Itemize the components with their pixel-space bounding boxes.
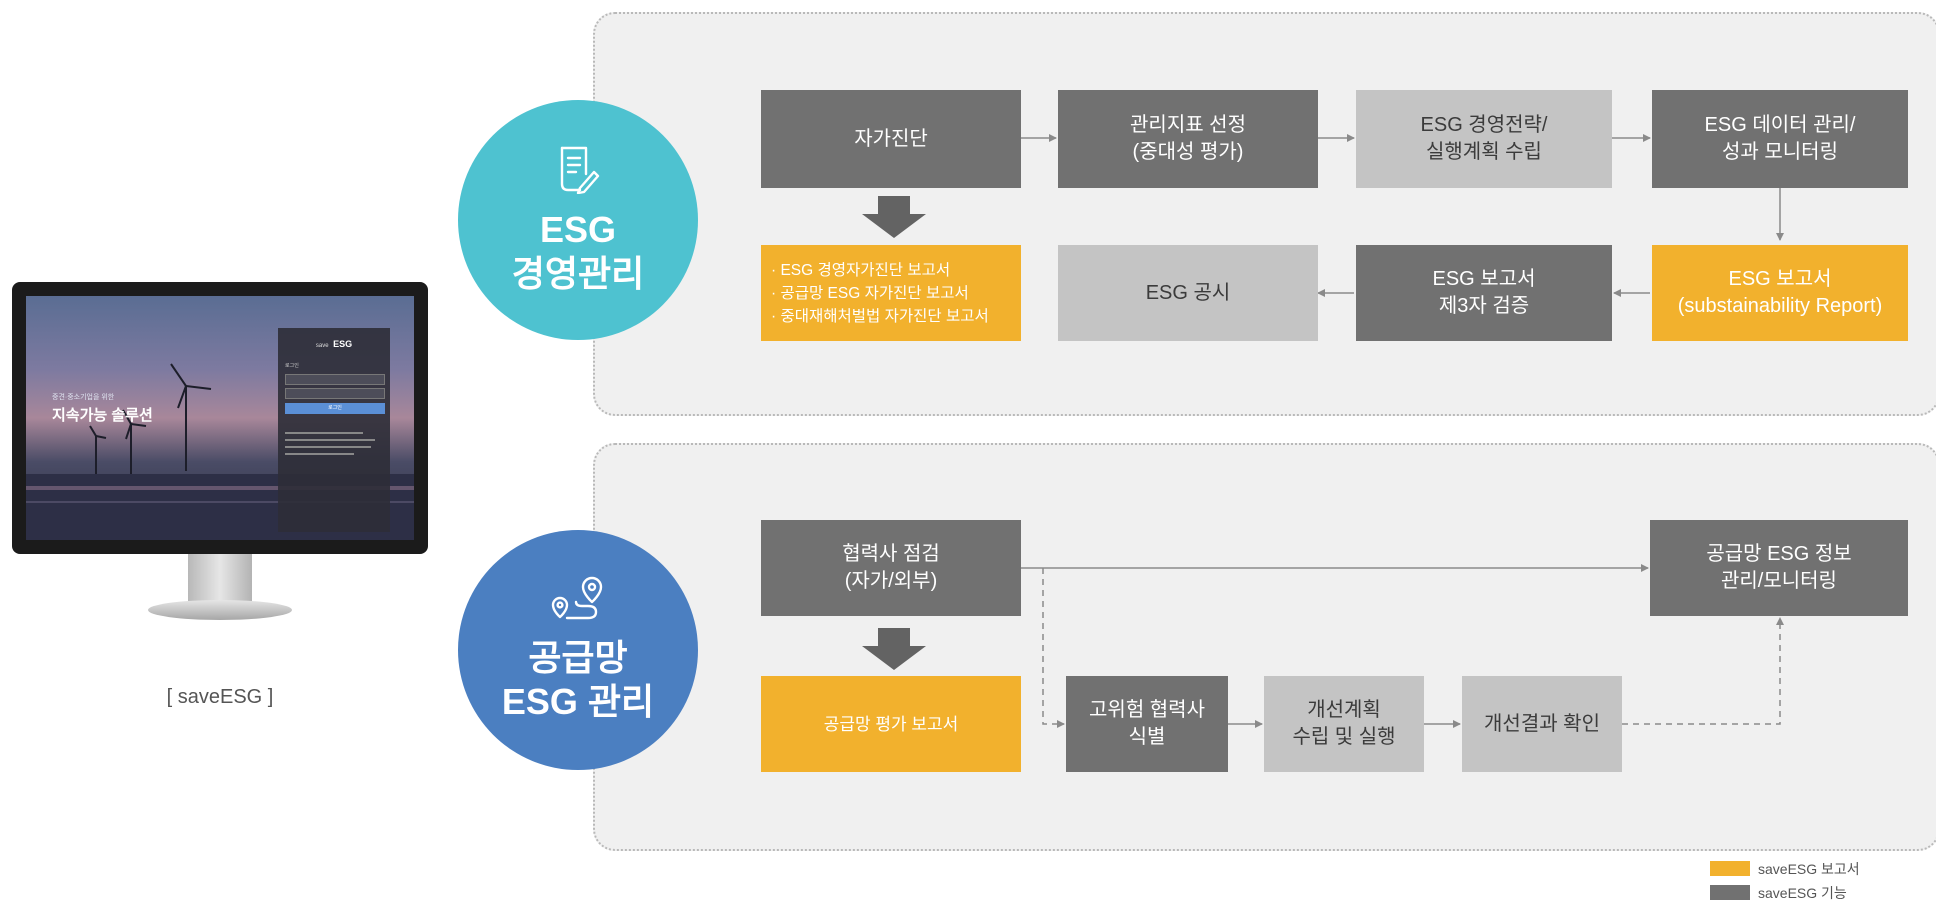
big-down-arrow-2: [862, 628, 926, 670]
section1-circle: ESG 경영관리: [458, 100, 698, 340]
route-pin-icon: [551, 576, 603, 620]
screen-text-lines: [285, 432, 383, 460]
report-list-item: · 중대재해처벌법 자가진단 보고서: [771, 308, 989, 325]
sustainability-report: ESG 보고서 (substainability Report): [1652, 245, 1908, 341]
monitor-screen: 중견·중소기업을 위한 지속가능 솔루션 save ESG 로그인 로그인: [26, 296, 414, 540]
report-list-item: · ESG 경영자가진단 보고서: [771, 262, 951, 279]
step-third-party-verification: ESG 보고서 제3자 검증: [1356, 245, 1612, 341]
dashed-partner-to-risk: [1042, 568, 1065, 728]
screen-password-input[interactable]: [285, 388, 385, 399]
screen-headline: 지속가능 솔루션: [52, 407, 153, 424]
screen-login-button[interactable]: 로그인: [285, 403, 385, 414]
step-improvement-result: 개선결과 확인: [1462, 676, 1622, 772]
section1-title-line2: 경영관리: [511, 253, 645, 294]
report-list-item: · 공급망 ESG 자가진단 보고서: [771, 285, 969, 302]
legend-label-report: saveESG 보고서: [1758, 861, 1860, 877]
legend-label-function: saveESG 기능: [1758, 885, 1847, 901]
step-data-monitoring: ESG 데이터 관리/ 성과 모니터링: [1652, 90, 1908, 188]
screen-panel-label: 로그인: [285, 363, 299, 369]
monitor-stand-neck: [188, 554, 252, 604]
big-down-arrow-1: [862, 196, 926, 238]
step-esg-disclosure: ESG 공시: [1058, 245, 1318, 341]
monitor-stand-base: [148, 600, 292, 620]
section1-title-line1: ESG: [539, 209, 617, 250]
step-partner-check: 협력사 점검 (자가/외부): [761, 520, 1021, 616]
step-improvement-plan: 개선계획 수립 및 실행: [1264, 676, 1424, 772]
screen-id-input[interactable]: [285, 374, 385, 385]
self-diagnosis-report-list: · ESG 경영자가진단 보고서 · 공급망 ESG 자가진단 보고서 · 중대…: [761, 245, 1021, 341]
screen-headline-small: 중견·중소기업을 위한: [52, 394, 115, 401]
monitor: 중견·중소기업을 위한 지속가능 솔루션 save ESG 로그인 로그인: [12, 282, 428, 622]
section2-panel: [593, 443, 1936, 851]
section2-title-line1: 공급망: [528, 637, 628, 678]
screen-logo: save ESG: [315, 339, 353, 349]
section2-title-line2: ESG 관리: [501, 681, 655, 722]
step-supply-info-monitoring: 공급망 ESG 정보 관리/모니터링: [1650, 520, 1908, 616]
monitor-caption: [ saveESG ]: [166, 686, 274, 708]
dashed-result-to-info: [1622, 617, 1784, 725]
step-high-risk-identification: 고위험 협력사 식별: [1066, 676, 1228, 772]
screen-login-panel: save ESG 로그인 로그인: [278, 328, 390, 532]
supply-chain-evaluation-report: 공급망 평가 보고서: [761, 676, 1021, 772]
step-indicator-selection: 관리지표 선정 (중대성 평가): [1058, 90, 1318, 188]
step-self-diagnosis: 자가진단: [761, 90, 1021, 188]
legend-swatch-report: [1710, 861, 1750, 876]
section2-circle: 공급망 ESG 관리: [458, 530, 698, 770]
document-pen-icon: [560, 146, 600, 194]
step-strategy-plan: ESG 경영전략/ 실행계획 수립: [1356, 90, 1612, 188]
legend-swatch-function: [1710, 885, 1750, 900]
section1-panel: [593, 12, 1936, 416]
